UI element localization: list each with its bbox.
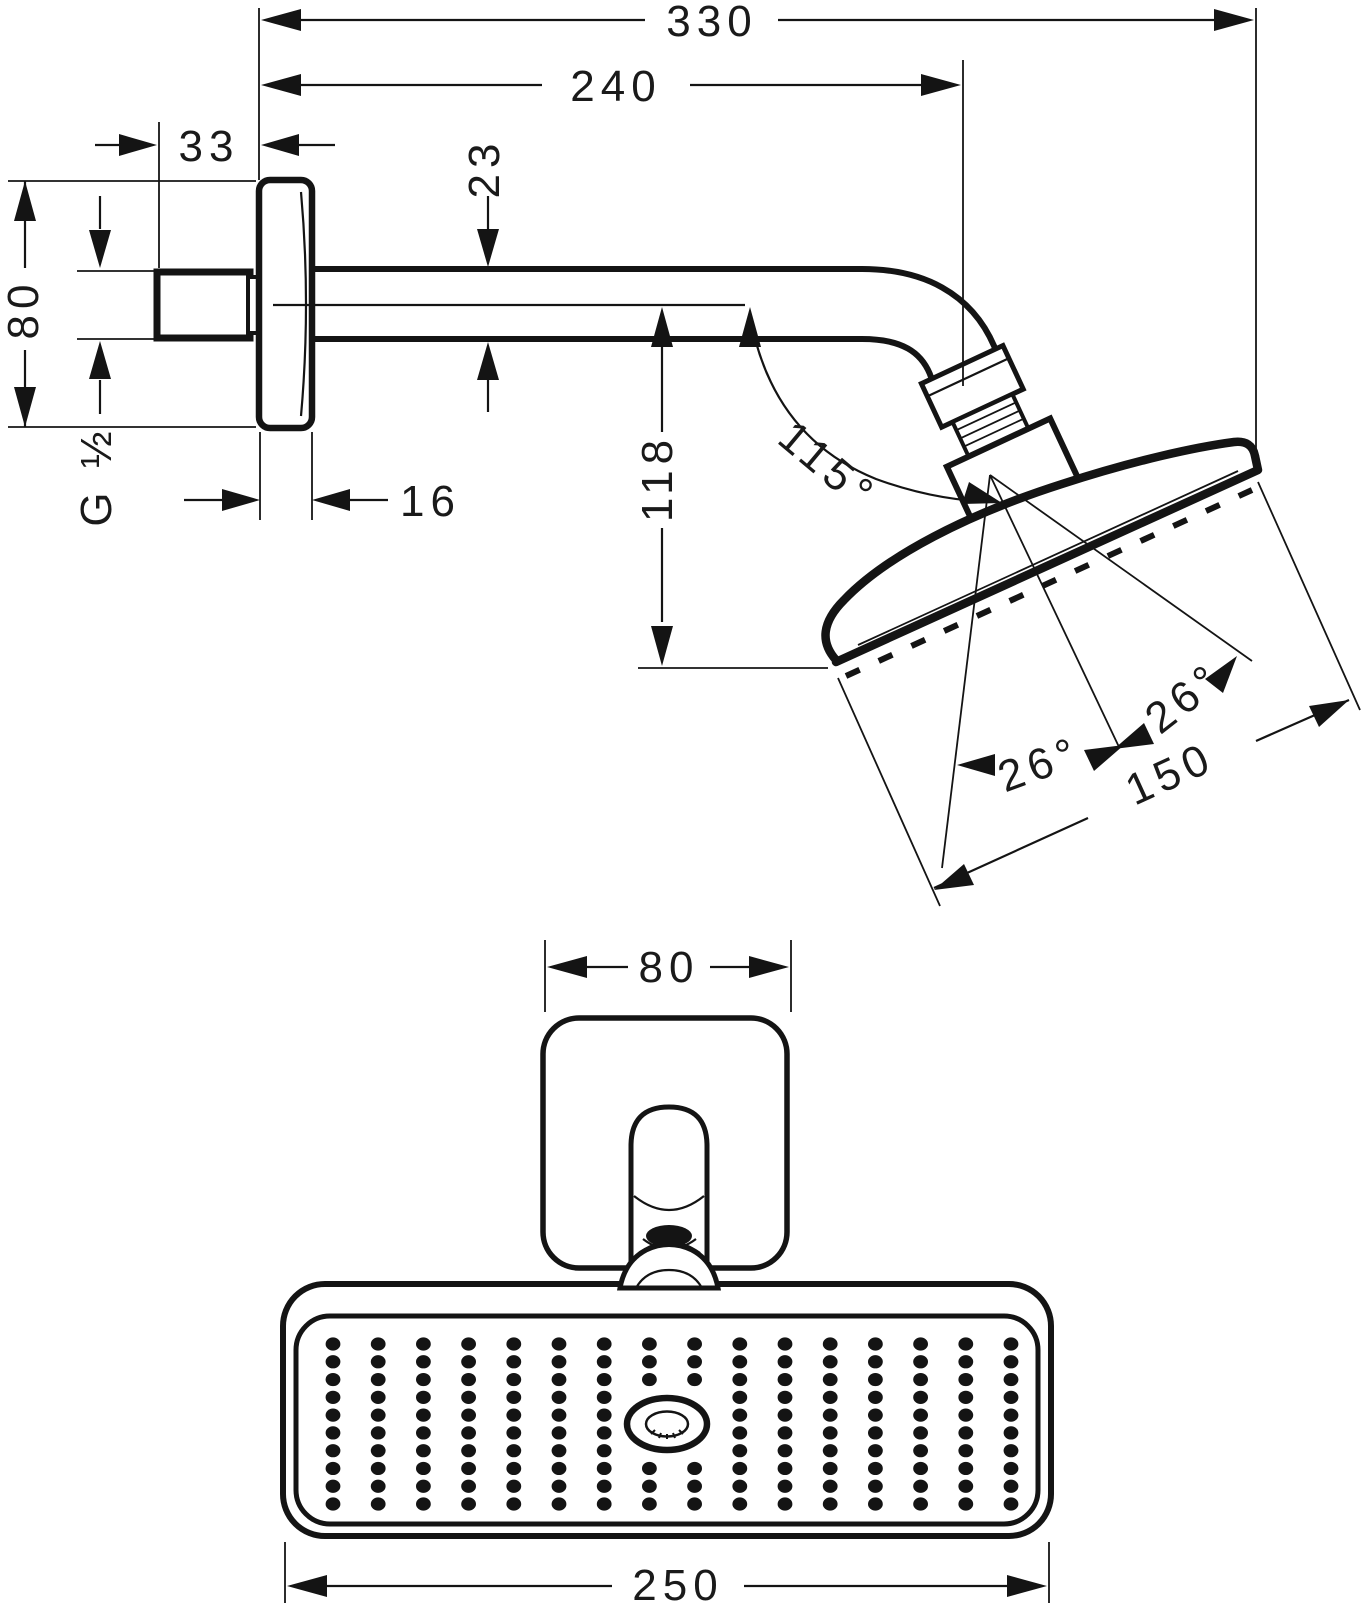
bottom-view: 80 — [280, 940, 1054, 1604]
dim-nipple-length: 33 — [95, 122, 335, 171]
center-nozzle — [623, 1394, 711, 1454]
faceplate-rim-line — [857, 470, 1239, 646]
dim-16-label: 16 — [400, 477, 461, 526]
angle-26-right-label: 26° — [1136, 653, 1233, 744]
side-view — [153, 176, 1263, 869]
dim-drop-height: 118 — [633, 307, 828, 669]
dim-250-label: 250 — [632, 1561, 723, 1604]
angle-115-label: 115° — [769, 412, 886, 521]
shower-arm-inner — [312, 272, 998, 388]
dim-escutcheon-width: 80 — [544, 940, 792, 1012]
arm-bottom-view — [628, 1104, 710, 1262]
shower-head-side — [821, 437, 1263, 667]
angle-26-left-label: 26° — [992, 727, 1088, 802]
dim-80-side-label: 80 — [0, 279, 48, 340]
dim-240-label: 240 — [570, 62, 661, 111]
dim-330-label: 330 — [666, 0, 757, 46]
dim-arm-projection: 240 — [261, 62, 961, 111]
thread-size-label: G ½ — [72, 425, 121, 526]
dim-thread: G ½ — [72, 196, 157, 527]
dim-80-bottom-label: 80 — [639, 943, 700, 992]
dim-spray-angle-left: 26° — [957, 727, 1088, 802]
spray-cone-lines — [941, 474, 1253, 869]
nozzle-grid — [325, 1337, 1019, 1511]
dim-flange-height: 80 — [0, 181, 48, 427]
arm-bottom-fill — [628, 1104, 710, 1265]
dim-arm-diameter: 23 — [460, 138, 509, 412]
socket-rim — [633, 1195, 705, 1212]
dim-33-label: 33 — [179, 122, 240, 171]
dim-118-label: 118 — [633, 434, 682, 522]
dim-head-width: 250 — [284, 1542, 1050, 1604]
nozzle-dashes — [844, 487, 1254, 679]
dim-flange-depth: 16 — [184, 477, 461, 526]
dim-overall-projection: 330 — [261, 0, 1254, 46]
dim-23-label: 23 — [460, 138, 509, 199]
ball-skirt-inner — [635, 1268, 703, 1289]
thread-nipple — [153, 268, 254, 342]
